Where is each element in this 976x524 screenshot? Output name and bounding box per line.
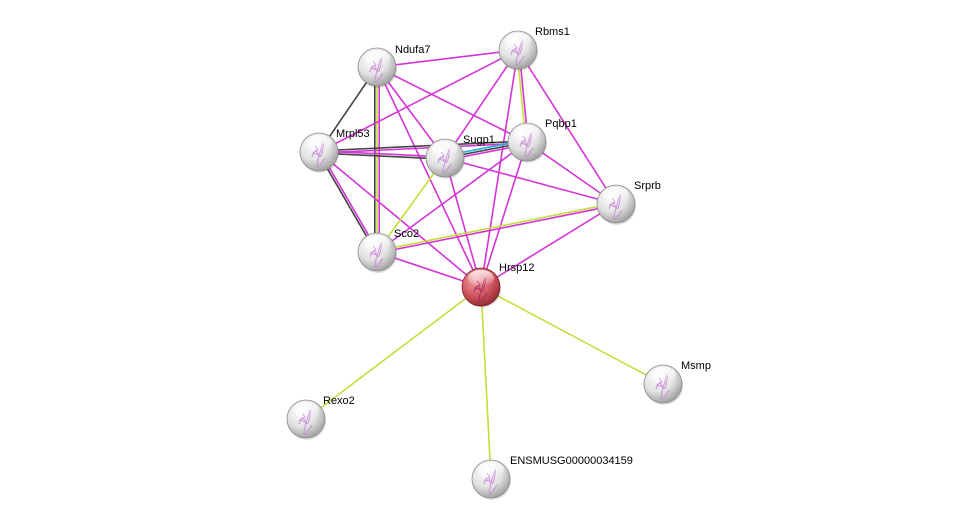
edge-Hrsp12-Rexo2[interactable] (305, 286, 482, 420)
edge-Hrsp12-Msmp[interactable] (480, 286, 664, 385)
edge-Sugp1-Hrsp12[interactable] (444, 157, 482, 288)
edge-Rbms1-Srprb[interactable] (517, 49, 617, 205)
node-gloss (478, 462, 504, 478)
edge-Hrsp12-ENSMUSG00000034159[interactable] (480, 286, 492, 480)
edge-line-textmining (376, 49, 519, 68)
node-label: Msmp (681, 360, 711, 372)
edge-Srprb-Hrsp12[interactable] (480, 203, 617, 288)
edge-line-neighborhood (480, 286, 664, 385)
edge-line-textmining (480, 49, 519, 288)
edge-Rbms1-Hrsp12[interactable] (480, 49, 519, 288)
edge-Ndufa7-Sco2[interactable] (373, 67, 381, 252)
node-gloss (364, 50, 390, 66)
node-gloss (432, 141, 458, 157)
node-label: ENSMUSG00000034159 (510, 455, 633, 467)
edge-line-textmining (318, 49, 519, 153)
node-label: Pqbp1 (545, 118, 577, 130)
node-Msmp[interactable]: Msmp (643, 360, 711, 405)
node-gloss (293, 402, 319, 418)
node-Rexo2[interactable]: Rexo2 (286, 395, 355, 440)
edge-line-textmining (480, 141, 528, 288)
node-Mrpl53[interactable]: Mrpl53 (299, 128, 370, 173)
node-gloss (514, 125, 540, 141)
edge-line-textmining (517, 49, 617, 205)
node-label: Sco2 (394, 228, 419, 240)
edge-Sugp1-Srprb[interactable] (444, 157, 617, 205)
edge-line-coexpression (318, 152, 445, 160)
node-label: Mrpl53 (336, 128, 370, 140)
edge-line-textmining (319, 142, 528, 154)
node-Srprb[interactable]: Srprb (596, 180, 661, 225)
edge-line-textmining (444, 49, 519, 159)
edge-Srprb-Sco2[interactable] (376, 202, 617, 254)
node-gloss (650, 367, 676, 383)
node-label: Srprb (634, 180, 661, 192)
node-Sco2[interactable]: Sco2 (357, 228, 419, 273)
node-Rbms1[interactable]: Rbms1 (498, 26, 570, 71)
edge-Mrpl53-Pqbp1[interactable] (318, 140, 528, 154)
node-label: Rexo2 (323, 395, 355, 407)
edge-Rbms1-Mrpl53[interactable] (318, 49, 519, 153)
node-gloss (505, 33, 531, 49)
node-gloss (603, 187, 629, 203)
node-label: Ndufa7 (395, 44, 430, 56)
edge-line-textmining (376, 66, 528, 143)
edge-line-textmining (444, 157, 617, 205)
edge-Ndufa7-Pqbp1[interactable] (376, 66, 528, 143)
node-label: Sugp1 (463, 134, 495, 146)
edge-Pqbp1-Sco2[interactable] (376, 141, 528, 253)
edge-line-neighborhood (480, 286, 492, 480)
edge-line-coexpression (318, 140, 527, 152)
edge-Rbms1-Sugp1[interactable] (444, 49, 519, 159)
node-Ndufa7[interactable]: Ndufa7 (357, 44, 430, 88)
node-Sugp1[interactable]: Sugp1 (425, 134, 495, 179)
edge-line-textmining (480, 203, 617, 288)
edge-Pqbp1-Hrsp12[interactable] (480, 141, 528, 288)
edge-Ndufa7-Rbms1[interactable] (376, 49, 519, 68)
node-ENSMUSG00000034159[interactable]: ENSMUSG00000034159 (471, 455, 633, 500)
edge-line-experiments (376, 202, 616, 252)
node-gloss (468, 270, 494, 286)
node-Hrsp12[interactable]: Hrsp12 (461, 262, 534, 308)
edge-line-textmining (376, 141, 528, 253)
edge-Ndufa7-Hrsp12[interactable] (376, 66, 482, 288)
node-Pqbp1[interactable]: Pqbp1 (507, 118, 577, 163)
edge-line-textmining (444, 157, 482, 288)
node-label: Hrsp12 (499, 262, 534, 274)
edge-line-textmining (376, 66, 482, 288)
node-label: Rbms1 (535, 26, 570, 38)
edge-line-neighborhood (305, 286, 482, 420)
edge-line-textmining (377, 204, 617, 254)
node-gloss (306, 135, 332, 151)
node-gloss (364, 235, 390, 251)
edges-layer (305, 49, 664, 480)
